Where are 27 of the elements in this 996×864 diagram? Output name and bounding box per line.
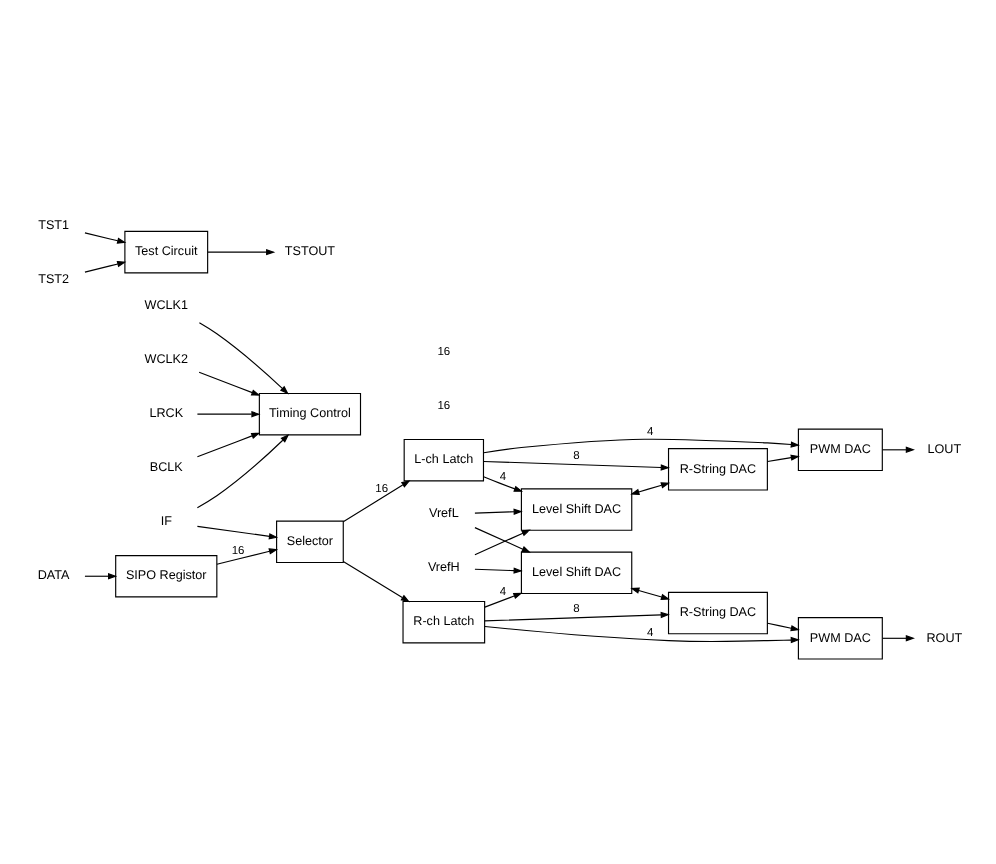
arrow [195,410,260,418]
arrow [766,622,799,632]
arrow [629,587,670,601]
arrow [215,548,278,565]
arrow [195,433,289,509]
arrow [473,508,522,515]
arrow [195,432,260,458]
arrow [83,232,126,244]
arrow [881,635,914,642]
arrow [482,438,799,454]
arrow [206,248,275,256]
arrow [197,371,260,396]
arrow [629,482,670,495]
arrow [482,460,669,471]
arrow [83,573,117,580]
arrow [483,592,522,608]
arrow [473,567,522,574]
arrow [197,322,288,395]
arrow [341,560,409,603]
arrow [766,454,799,463]
arrow [483,611,669,622]
arrow [483,625,799,644]
arrow [195,525,278,540]
arrow [83,260,126,273]
arrow [341,480,410,523]
arrow [881,446,914,454]
arrow [482,476,523,492]
